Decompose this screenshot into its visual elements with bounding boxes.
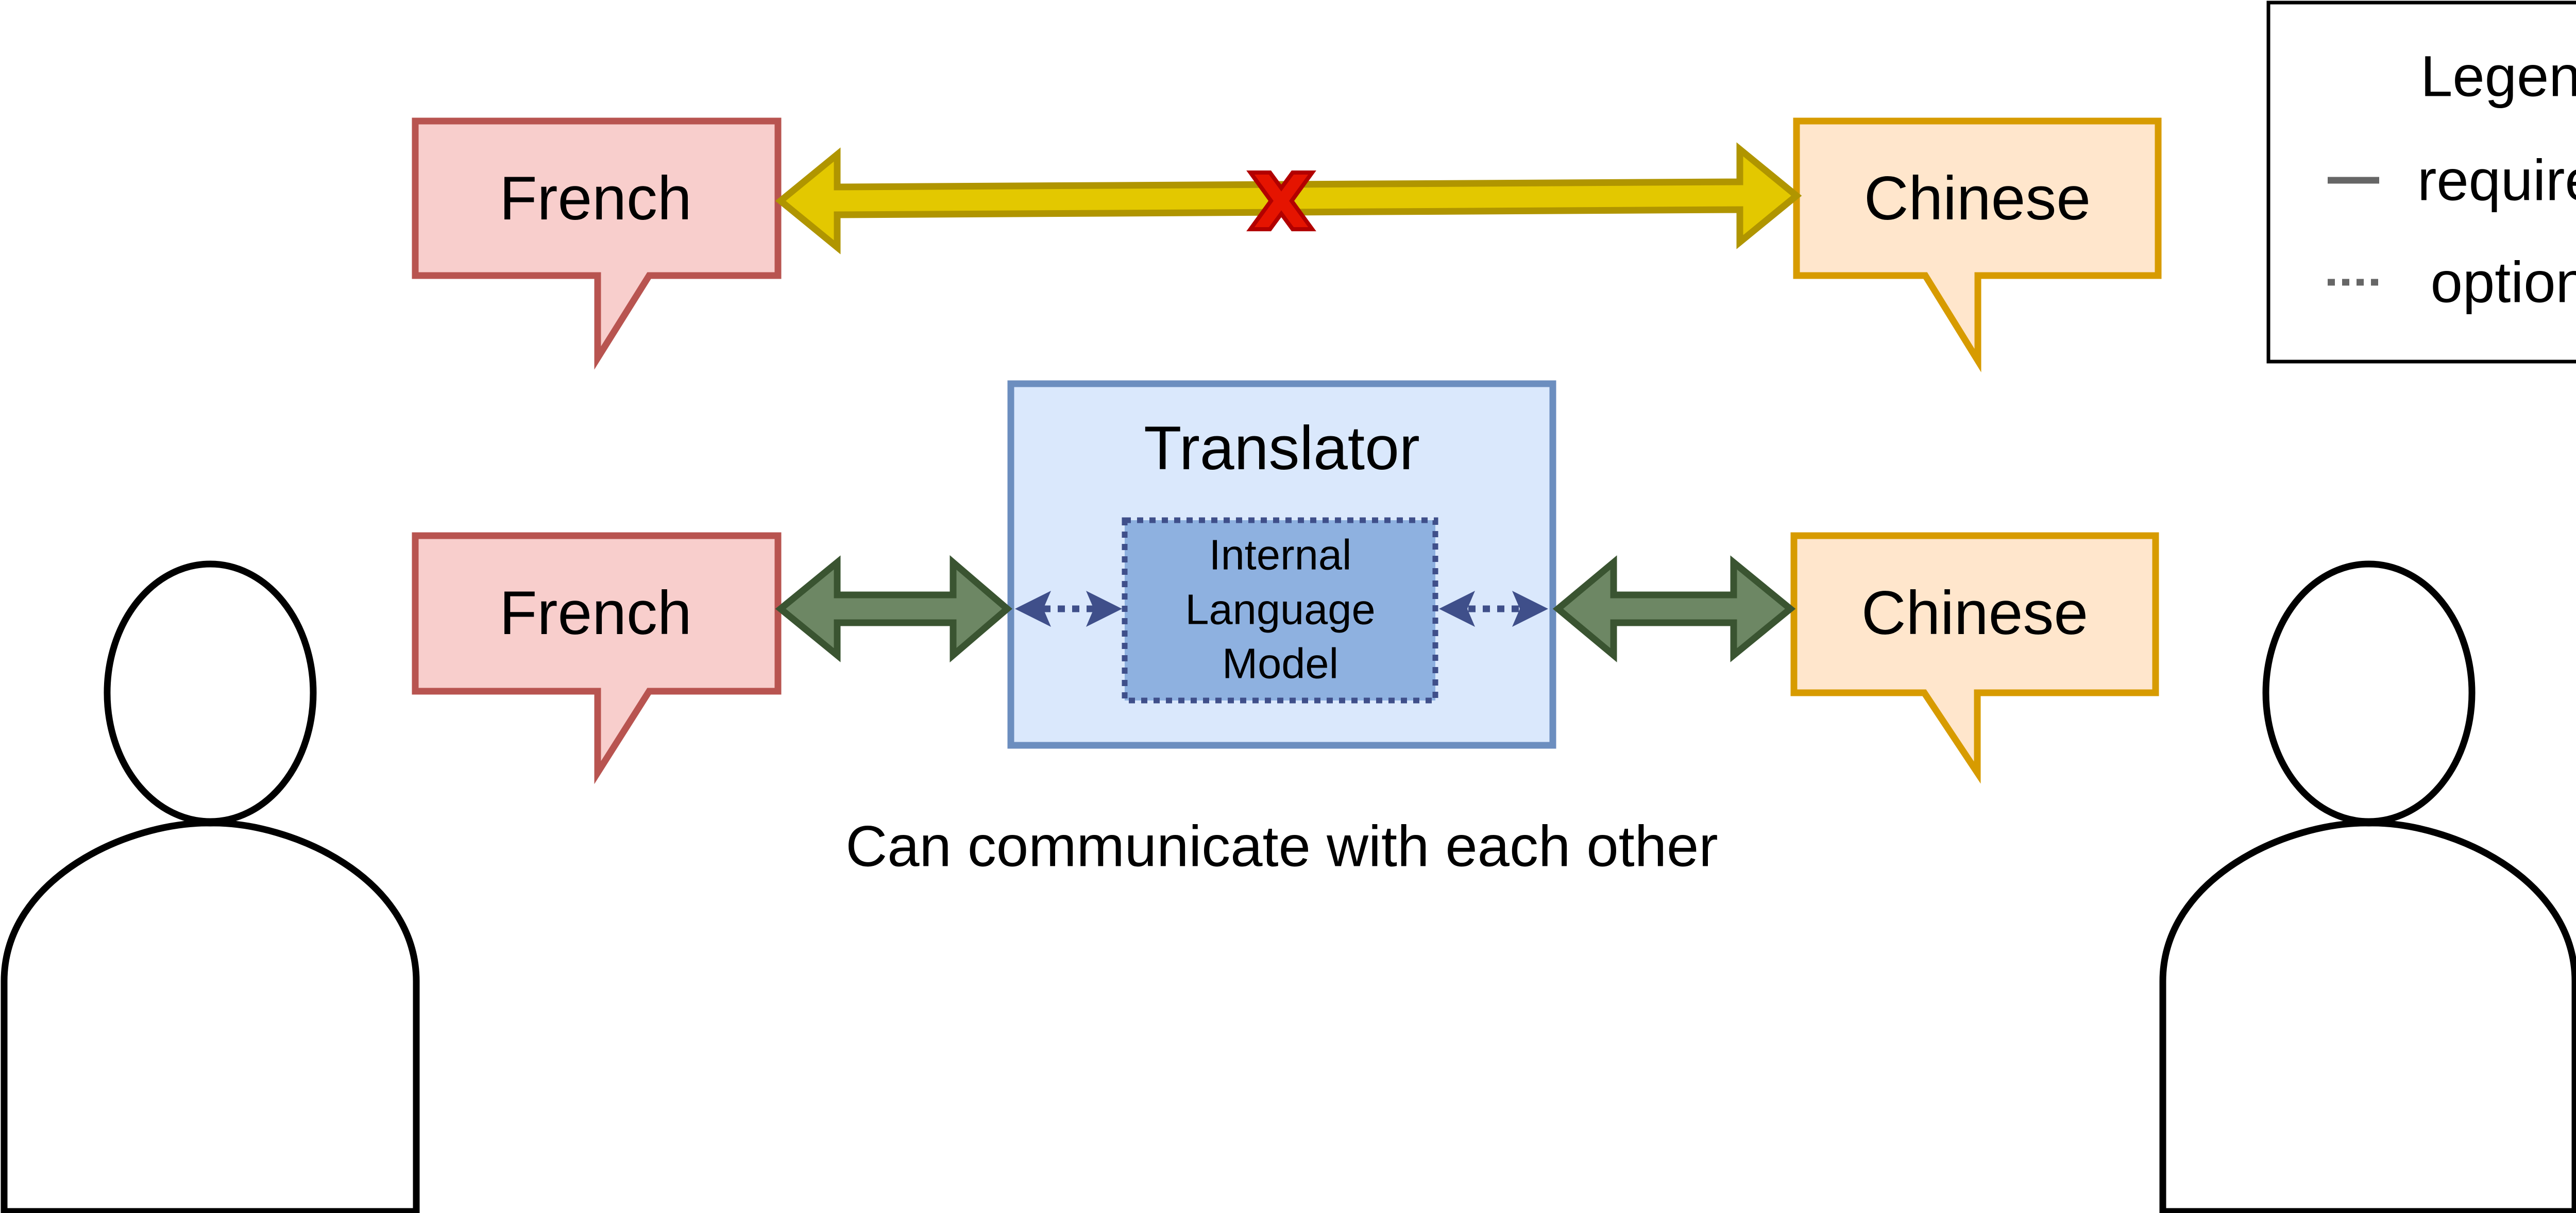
blocked-cross-icon: [1246, 170, 1316, 231]
caption-text: Can communicate with each other: [845, 814, 1718, 879]
legend-title: Legend:: [2420, 44, 2576, 109]
right-person-icon: [2159, 560, 2576, 1213]
optional-connector-right: [1439, 591, 1548, 627]
legend-required-label: required: [2417, 148, 2576, 213]
top-chinese-label: Chinese: [1864, 164, 2091, 233]
bottom-french-label: French: [499, 578, 691, 647]
bottom-french-bubble: French: [412, 532, 782, 784]
left-person-icon: [1, 560, 420, 1213]
top-french-label: French: [499, 164, 691, 233]
bottom-chinese-bubble: Chinese: [1790, 532, 2159, 784]
top-chinese-bubble: Chinese: [1793, 117, 2162, 372]
bottom-chinese-label: Chinese: [1861, 578, 2088, 647]
legend-box: Legend: required optional: [2266, 1, 2576, 364]
ilm-line-3: Model: [1222, 640, 1338, 688]
green-arrow-left: [775, 555, 1012, 663]
ilm-line-2: Language: [1185, 586, 1375, 634]
ilm-line-1: Internal: [1209, 531, 1352, 579]
legend-optional-label: optional: [2431, 250, 2576, 315]
top-french-bubble: French: [412, 117, 782, 370]
internal-language-model-box: Internal Language Model: [1122, 517, 1438, 704]
optional-connector-left: [1015, 591, 1122, 627]
translator-title: Translator: [1144, 414, 1420, 483]
green-arrow-right: [1552, 555, 1796, 662]
